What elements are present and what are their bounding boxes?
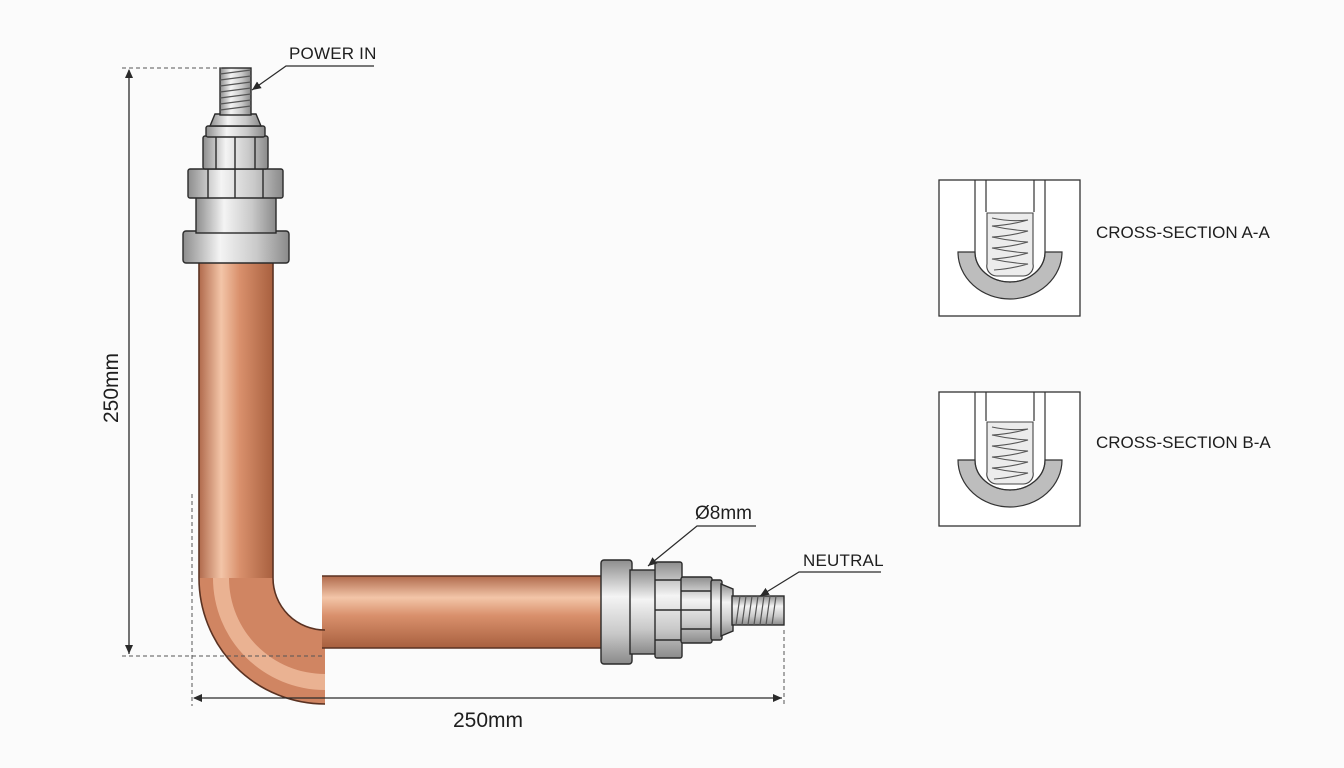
cross-section-b-a-label: CROSS-SECTION B-A <box>1096 433 1271 452</box>
diameter-callout: Ø8mm <box>647 503 756 567</box>
dimension-lines <box>122 67 785 706</box>
cross-section-b-a-coil-icon <box>991 426 1029 480</box>
cross-section-a-a-wall-inner <box>974 180 1046 283</box>
top-cap-nut <box>208 113 263 127</box>
cross-section-a-a-label: CROSS-SECTION A-A <box>1096 223 1270 242</box>
height-dimension-label: 250mm <box>100 353 123 423</box>
top-terminal <box>182 67 290 264</box>
neutral-label: NEUTRAL <box>803 551 884 570</box>
cross-section-a-a-conductors <box>985 180 1035 212</box>
bottom-sleeve <box>629 569 657 655</box>
diameter-leader-line <box>647 525 756 567</box>
cross-section-b-a-wall-inner <box>974 392 1046 491</box>
top-sleeve <box>195 196 277 234</box>
top-flange <box>182 230 290 264</box>
neutral-callout: NEUTRAL <box>759 551 884 597</box>
cross-section-a-a: CROSS-SECTION A-A <box>938 179 1270 317</box>
bottom-flange <box>600 559 633 665</box>
neutral-leader-line <box>759 571 881 597</box>
top-washer <box>205 125 266 138</box>
power-in-callout: POWER IN <box>251 44 377 91</box>
cross-section-b-a: CROSS-SECTION B-A <box>938 391 1271 527</box>
top-thread-lines <box>219 69 252 111</box>
tube-outline-inner <box>272 258 326 631</box>
diameter-label: Ø8mm <box>695 503 752 524</box>
power-in-label: POWER IN <box>289 44 377 63</box>
cross-section-b-a-conductors <box>985 392 1035 421</box>
cross-section-a-a-coil-icon <box>991 217 1029 271</box>
bottom-cap-nut <box>720 582 734 638</box>
cross-section-a-a-coil-chamber <box>986 212 1034 277</box>
tube-horizontal-section <box>322 576 604 648</box>
bottom-thread-lines <box>735 595 777 626</box>
copper-tube <box>198 258 604 705</box>
bottom-terminal <box>600 559 785 665</box>
tube-bend-highlight <box>213 578 325 690</box>
power-in-leader-line <box>251 65 374 91</box>
width-dimension-label: 250mm <box>453 709 523 732</box>
tube-vertical-section <box>199 258 273 580</box>
cross-section-b-a-coil-chamber <box>986 421 1034 485</box>
